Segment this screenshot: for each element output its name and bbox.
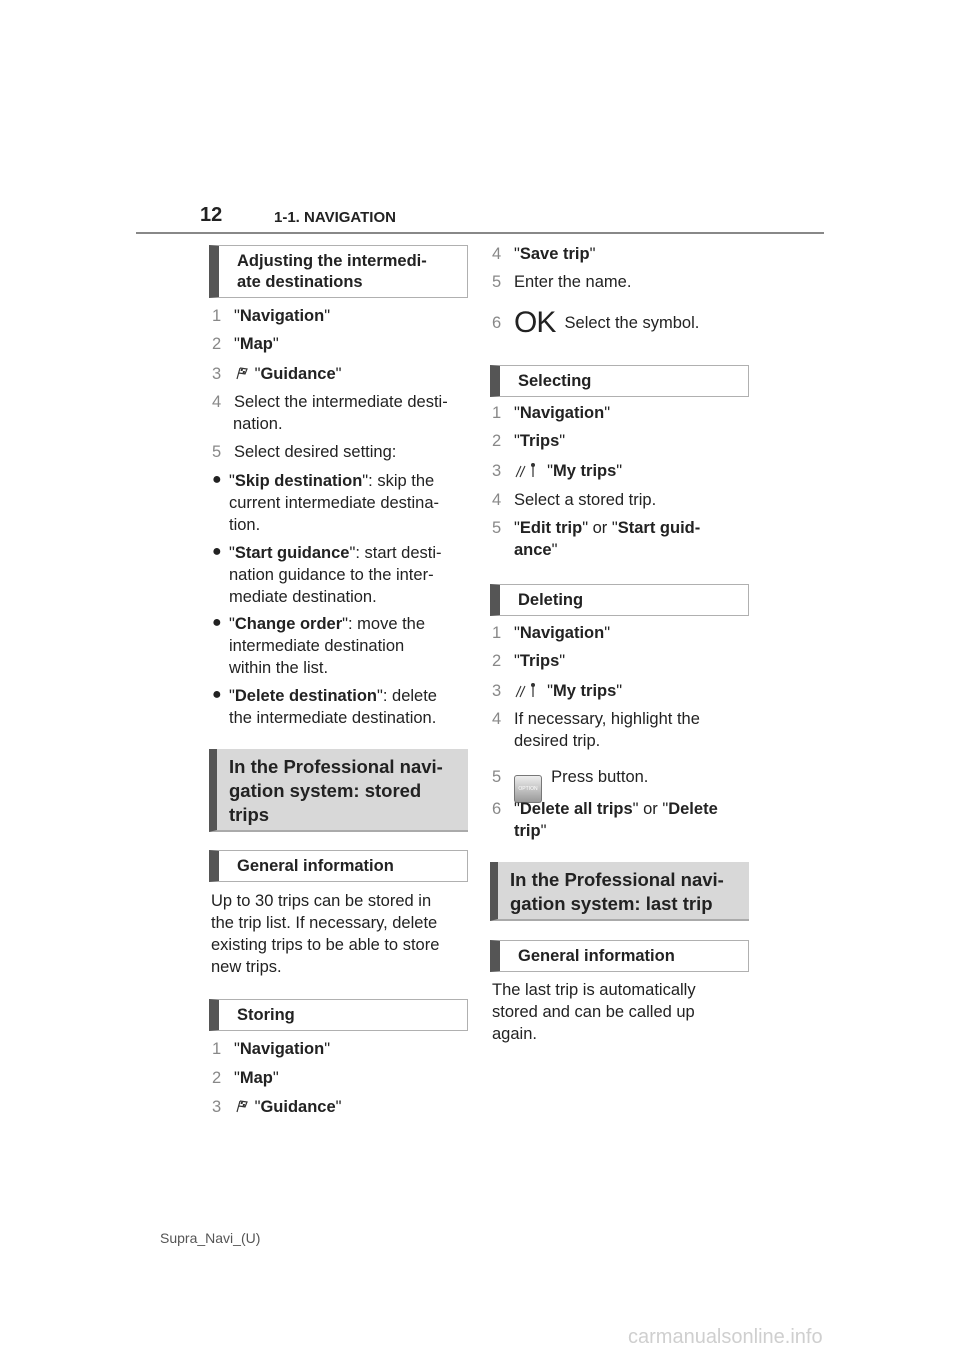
delete-step-3: 3 "My trips" (492, 682, 623, 700)
select-step-1: 1"Navigation" (492, 404, 611, 422)
bullet-start-l2: nation guidance to the inter- (229, 566, 434, 584)
heading-line: In the Professional navi- (229, 756, 443, 777)
heading-line: gation system: last trip (510, 893, 713, 914)
flag-icon (236, 1100, 248, 1113)
delete-step-4-cont: desired trip. (514, 732, 601, 750)
step-4-cont: nation. (233, 415, 283, 433)
storing-step-3: 3 "Guidance" (212, 1098, 342, 1116)
my-trips-icon (515, 683, 535, 698)
heading-adjusting: Adjusting the intermedi- ate destination… (209, 245, 468, 298)
paragraph-line: stored and can be called up (492, 1003, 695, 1021)
select-step-2: 2"Trips" (492, 432, 566, 450)
bullet-delete: "Delete destination": delete (229, 687, 437, 705)
heading-selecting: Selecting (490, 365, 749, 397)
heading-last-trip: In the Professional navi- gation system:… (490, 862, 749, 921)
bullet-order: "Change order": move the (229, 615, 426, 633)
step-3: 3 "Guidance" (212, 365, 342, 383)
bullet-order-l2: intermediate destination (229, 637, 405, 655)
bullet-icon: ● (212, 543, 222, 560)
bullet-start: "Start guidance": start desti- (229, 544, 442, 562)
heading-storing: Storing (209, 999, 468, 1031)
delete-step-5: 5OPTION Press button. (492, 766, 648, 803)
heading-line: Adjusting the intermedi- (237, 252, 427, 270)
heading-general-info-2: General information (490, 940, 749, 972)
heading-line: trips (229, 804, 270, 825)
paragraph-line: new trips. (211, 958, 282, 976)
bullet-icon: ● (212, 614, 222, 631)
heading-line: In the Professional navi- (510, 869, 724, 890)
bullet-delete-l2: the intermediate destination. (229, 709, 437, 727)
heading-stored-trips: In the Professional navi- gation system:… (209, 749, 468, 832)
paragraph-line: The last trip is automatically (492, 981, 696, 999)
heading-deleting: Deleting (490, 584, 749, 616)
storing-step-2: 2"Map" (212, 1069, 279, 1087)
paragraph-line: Up to 30 trips can be stored in (211, 892, 432, 910)
delete-step-1: 1"Navigation" (492, 624, 611, 642)
watermark: carmanualsonline.info (628, 1326, 823, 1348)
bullet-skip-l2: current intermediate destina- (229, 494, 440, 512)
step-1: 1"Navigation" (212, 307, 331, 325)
heading-general-info: General information (209, 850, 468, 882)
paragraph-line: existing trips to be able to store (211, 936, 440, 954)
option-button-icon: OPTION (514, 775, 542, 803)
step-2: 2"Map" (212, 335, 279, 353)
bullet-start-l3: mediate destination. (229, 588, 377, 606)
header-rule (136, 232, 824, 234)
storing-step-4: 4"Save trip" (492, 245, 596, 263)
my-trips-icon (515, 463, 535, 478)
footer-doc-id: Supra_Navi_(U) (160, 1230, 261, 1246)
bullet-skip-l3: tion. (229, 516, 261, 534)
bullet-order-l3: within the list. (229, 659, 329, 677)
ok-symbol: OK (514, 306, 556, 339)
delete-step-2: 2"Trips" (492, 652, 566, 670)
delete-step-6-cont: trip" (514, 822, 547, 840)
select-step-3: 3 "My trips" (492, 462, 623, 480)
flag-icon (236, 367, 248, 380)
select-step-5-cont: ance" (514, 541, 558, 559)
bullet-icon: ● (212, 471, 222, 488)
storing-step-1: 1"Navigation" (212, 1040, 331, 1058)
bullet-skip: "Skip destination": skip the (229, 472, 435, 490)
heading-line: gation system: stored (229, 780, 422, 801)
select-step-5: 5"Edit trip" or "Start guid- (492, 519, 701, 537)
paragraph-line: the trip list. If necessary, delete (211, 914, 438, 932)
bullet-icon: ● (212, 686, 222, 703)
delete-step-6: 6"Delete all trips" or "Delete (492, 800, 718, 818)
heading-line: ate destinations (237, 273, 363, 291)
paragraph-line: again. (492, 1025, 537, 1043)
page-number: 12 (200, 204, 223, 226)
chapter-title: 1-1. NAVIGATION (274, 209, 396, 226)
